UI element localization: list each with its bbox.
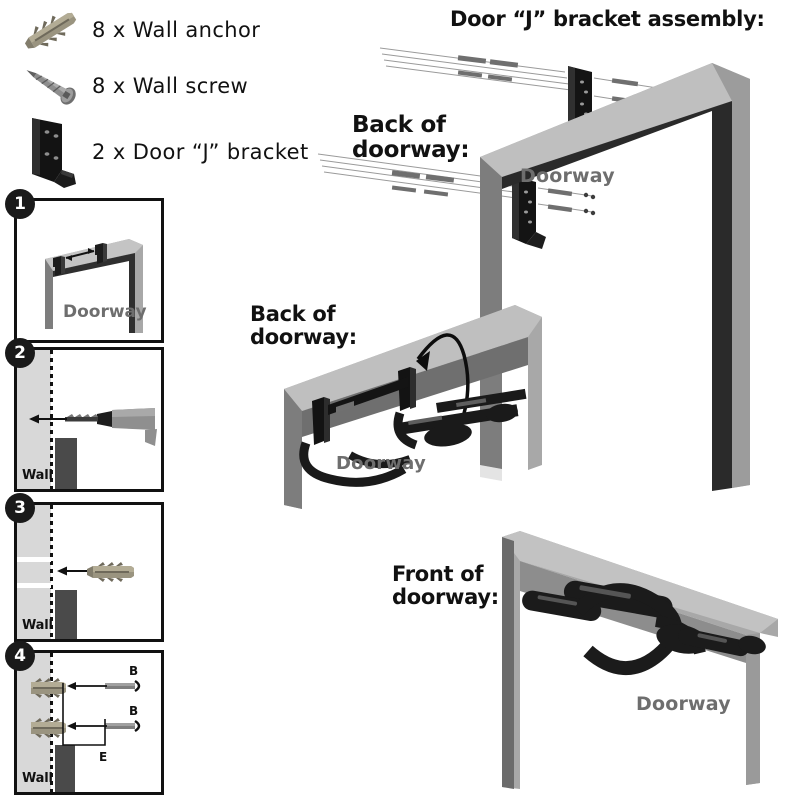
wall-surface: [17, 505, 51, 639]
step-panel-2: 2 Wall: [5, 338, 164, 492]
back-of-doorway-illustration: [284, 305, 542, 509]
parts-list-item-label: 8 x Wall anchor: [92, 18, 261, 42]
parts-list-item: 2 x Door “J” bracket: [0, 112, 320, 190]
step-4-illustration: E B B Wall: [17, 653, 161, 792]
step-3-illustration: Wall: [17, 505, 161, 639]
callout-b-upper: B: [129, 664, 138, 678]
doorway-label: Doorway: [336, 453, 426, 474]
step-panel-3: 3 Wall: [5, 493, 164, 642]
step-panel-4: 4: [5, 641, 164, 795]
step-panel-1: 1 Doorway: [5, 189, 164, 343]
door-frame-stud: [55, 745, 75, 792]
front-of-doorway-illustration: [502, 531, 778, 789]
step-number-badge: 2: [5, 338, 35, 368]
screw-into-anchor-illustration: E B B: [31, 664, 141, 764]
figure-doorway-frame: Doorway: [450, 45, 800, 525]
drilled-hole-mark: [17, 557, 51, 562]
figure-front-of-doorway: Front of doorway: Doorway: [380, 515, 800, 800]
door-j-bracket-icon: [14, 112, 90, 190]
wall-anchor-icon: [14, 2, 90, 58]
parts-list: 8 x Wall anchor: [0, 0, 320, 190]
door-frame-stud: [55, 438, 77, 489]
assembly-title: Door “J” bracket assembly:: [450, 7, 765, 31]
wall-label: Wall: [22, 618, 53, 633]
step-2-illustration: Wall: [17, 350, 161, 489]
drilled-hole-mark: [17, 583, 51, 588]
parts-list-item-label: 2 x Door “J” bracket: [92, 140, 309, 164]
step-number-badge: 3: [5, 493, 35, 523]
wall-edge-dotted-line: [50, 505, 53, 639]
doorway-label: Doorway: [520, 165, 615, 187]
wall-screw-icon: [14, 58, 90, 114]
front-of-doorway-label: Front of doorway:: [392, 562, 499, 609]
anchor-insert-illustration: [57, 562, 134, 582]
doorway-label: Doorway: [636, 693, 731, 715]
back-of-doorway-label: Back of doorway:: [250, 302, 357, 349]
callout-b-lower: B: [129, 704, 138, 718]
wall-label: Wall: [22, 771, 53, 786]
step-1-illustration: Doorway: [17, 201, 161, 340]
figure-back-of-doorway: Back of doorway: Doorway: [250, 295, 550, 525]
doorway-frame-illustration: [480, 63, 750, 491]
step-number-badge: 1: [5, 189, 35, 219]
svg-text:Doorway: Doorway: [63, 302, 147, 322]
assembly-back-of-doorway-label: Back of doorway:: [352, 112, 470, 163]
drill-illustration: [29, 408, 157, 446]
parts-list-item: 8 x Wall anchor: [0, 2, 320, 58]
parts-list-item-label: 8 x Wall screw: [92, 74, 249, 98]
door-frame-stud: [55, 590, 77, 639]
parts-list-item: 8 x Wall screw: [0, 58, 320, 114]
wall-label: Wall: [22, 468, 53, 483]
callout-e: E: [99, 750, 107, 764]
step-number-badge: 4: [5, 641, 35, 671]
